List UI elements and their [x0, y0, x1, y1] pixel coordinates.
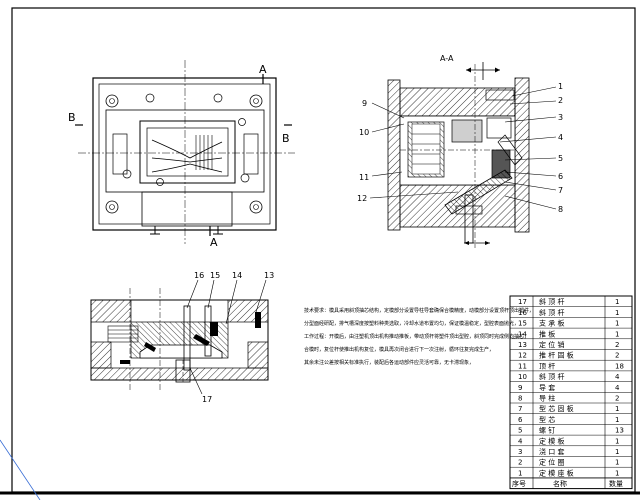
bom-row-name: 型 芯 — [539, 415, 555, 424]
callout-1: 1 — [558, 82, 563, 91]
bom-row-no: 3 — [518, 448, 522, 456]
bom-row-no: 1 — [518, 469, 522, 477]
callout-13: 13 — [264, 271, 274, 280]
bom-row-no: 9 — [518, 384, 522, 392]
front-core-insert — [139, 120, 236, 184]
bom-row-qty: 4 — [615, 373, 620, 381]
front-outer-plate — [92, 77, 277, 231]
bom-row-no: 14 — [518, 330, 527, 338]
bom-row-name: 支 承 板 — [539, 319, 564, 328]
bom-footer-name: 名称 — [553, 479, 567, 488]
bom-row-name: 螺 钉 — [539, 426, 555, 435]
bom-row-name: 推 板 — [539, 329, 555, 338]
section-title: A-A — [440, 54, 454, 63]
bom-row-name: 定 模 板 — [539, 436, 564, 445]
side-mark-left-b: B — [68, 111, 76, 124]
callout-12: 12 — [357, 194, 367, 203]
bom-row-no: 10 — [518, 373, 527, 381]
callout-11: 11 — [359, 173, 369, 182]
bom-row-qty: 2 — [615, 352, 619, 360]
callout-6: 6 — [558, 172, 563, 181]
bom-row-qty: 1 — [615, 330, 619, 338]
callout-9: 9 — [362, 99, 367, 108]
bom-row-qty: 1 — [615, 298, 619, 306]
bom-row-name: 浇 口 套 — [539, 447, 564, 456]
callout-15: 15 — [210, 271, 220, 280]
bom-row-no: 2 — [518, 459, 522, 467]
bom-row-no: 12 — [518, 352, 527, 360]
callout-2: 2 — [558, 96, 563, 105]
bom-row-no: 17 — [518, 298, 527, 306]
section-view: A-A — [357, 54, 563, 248]
callout-4: 4 — [558, 133, 563, 142]
bom-footer-no: 序号 — [512, 479, 526, 488]
callout-3: 3 — [558, 113, 563, 122]
note-line-5: 其余未注公差按相关标准执行，装配后各运动部件应灵活可靠，无卡滞现象， — [304, 359, 474, 366]
note-line-1: 技术要求：模具采用斜顶抽芯结构，定模部分设置导柱导套确保合模精度，动模部分设置顶… — [304, 307, 534, 314]
bom-row-no: 6 — [518, 416, 523, 424]
front-inner-plate — [98, 83, 271, 225]
callout-8: 8 — [558, 205, 563, 214]
front-view: A A B B — [68, 60, 295, 249]
bom-row-qty: 4 — [615, 384, 620, 392]
bom-row-qty: 1 — [615, 405, 619, 413]
bom-row-name: 型 芯 固 板 — [539, 404, 574, 413]
section-mark-bottom-a: A — [210, 236, 218, 249]
bom-row-name: 推 杆 固 板 — [539, 351, 574, 360]
callout-14: 14 — [232, 271, 242, 280]
bom-row-no: 7 — [518, 405, 522, 413]
technical-notes: 技术要求：模具采用斜顶抽芯结构，定模部分设置导柱导套确保合模精度，动模部分设置顶… — [304, 307, 534, 366]
bottom-view: 16 15 14 13 17 — [90, 271, 274, 404]
bom-row-name: 斜 顶 杆 — [539, 297, 564, 306]
callout-7: 7 — [558, 186, 563, 195]
bom-row-no: 15 — [518, 320, 527, 328]
bom-row-no: 8 — [518, 395, 522, 403]
bom-footer-qty: 数量 — [609, 479, 623, 488]
bom-row-qty: 1 — [615, 437, 619, 445]
bom-row-qty: 1 — [615, 320, 619, 328]
section-mark-top-a: A — [259, 63, 267, 76]
bom-row-qty: 1 — [615, 469, 619, 477]
bom-row-no: 16 — [518, 309, 527, 317]
note-line-3: 工作过程：开模后，由注塑机顶出机构推动推板，带动顶杆将塑件顶出型腔，斜顶同时完成… — [304, 333, 529, 340]
bom-row-qty: 2 — [615, 341, 619, 349]
bom-row-qty: 13 — [615, 427, 624, 435]
callout-17: 17 — [202, 395, 212, 404]
callout-10: 10 — [359, 128, 369, 137]
bom-row-qty: 1 — [615, 459, 619, 467]
bom-row-name: 斜 顶 杆 — [539, 308, 564, 317]
bom-row-no: 11 — [518, 362, 527, 370]
bom-row-qty: 1 — [615, 448, 619, 456]
bom-row-no: 5 — [518, 427, 522, 435]
front-guide-holes — [105, 93, 263, 214]
bom-row-name: 顶 杆 — [539, 361, 555, 370]
note-line-2: 分型面经研配，排气槽深度按塑料种类选取，冷却水道布置均匀，保证模温稳定，型腔表面… — [304, 320, 519, 327]
bom-row-name: 斜 顶 杆 — [539, 372, 564, 381]
callout-5: 5 — [558, 154, 563, 163]
side-mark-right-b: B — [282, 132, 290, 145]
bom-row-name: 导 套 — [539, 383, 555, 392]
front-part-outline — [146, 127, 229, 177]
bom-row-qty: 1 — [615, 309, 619, 317]
bom-row-name: 定 模 座 板 — [539, 468, 574, 477]
bom-row-qty: 1 — [615, 416, 619, 424]
bom-row-no: 4 — [518, 437, 523, 445]
bom-row-qty: 2 — [615, 395, 619, 403]
note-line-4: 合模时，复位杆使推出机构复位，模具再次闭合进行下一次注射，循环往复完成生产， — [304, 346, 494, 353]
stray-construction-line — [0, 439, 41, 500]
bom-row-name: 定 位 圈 — [539, 458, 564, 467]
bom-row-name: 定 位 销 — [539, 340, 564, 349]
bom-row-no: 13 — [518, 341, 527, 349]
bom-row-qty: 18 — [615, 362, 624, 370]
callout-16: 16 — [194, 271, 204, 280]
bom-row-name: 导 柱 — [539, 394, 555, 403]
